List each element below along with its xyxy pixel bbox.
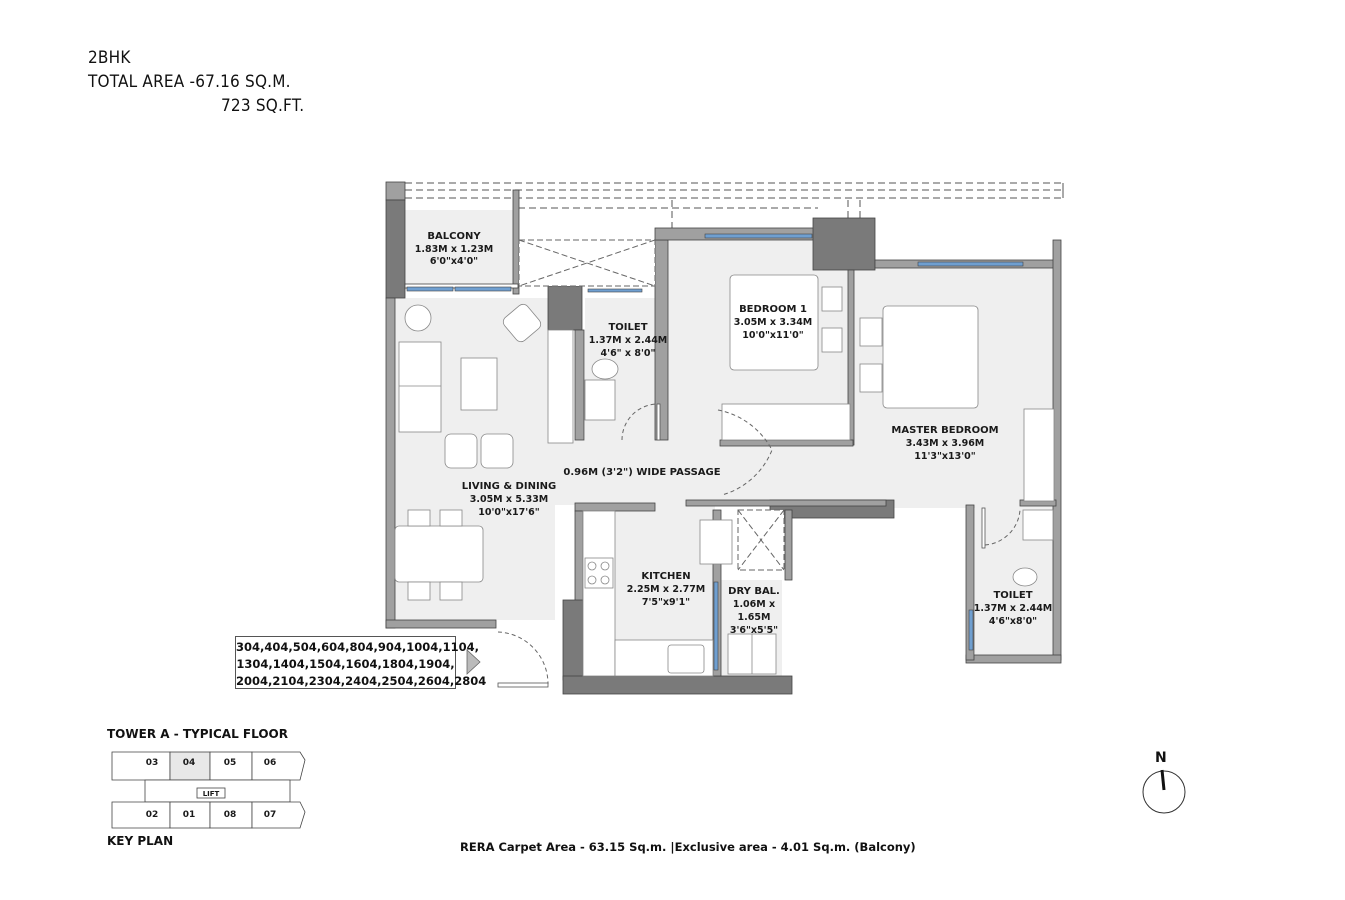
svg-text:06: 06 — [264, 758, 277, 768]
svg-text:2.25M x 2.77M: 2.25M x 2.77M — [627, 584, 706, 595]
svg-text:3.05M x 3.34M: 3.05M x 3.34M — [734, 317, 813, 328]
svg-text:1.37M x 2.44M: 1.37M x 2.44M — [589, 335, 668, 346]
master-bedroom-label: MASTER BEDROOM — [891, 425, 998, 436]
svg-text:3'6"x5'5": 3'6"x5'5" — [730, 625, 778, 636]
svg-text:3.05M x 5.33M: 3.05M x 5.33M — [470, 494, 549, 505]
key-plan-title: TOWER A - TYPICAL FLOOR — [107, 727, 288, 741]
key-plan-highlighted-unit: 04 — [183, 758, 196, 768]
doors — [497, 403, 986, 688]
unit-numbers-line: 2004,2104,2304,2404,2504,2604,2804 — [236, 674, 487, 688]
plan-header: 2BHK TOTAL AREA -67.16 SQ.M. 723 SQ.FT. — [88, 46, 304, 118]
svg-text:6'0"x4'0": 6'0"x4'0" — [430, 256, 478, 267]
floor-area — [395, 210, 1055, 677]
svg-text:10'0"x11'0": 10'0"x11'0" — [742, 330, 804, 341]
door-swings — [497, 403, 1021, 685]
void-shafts — [518, 239, 785, 571]
svg-text:03: 03 — [146, 758, 159, 768]
kitchen-label: KITCHEN — [641, 571, 690, 582]
key-plan-label: KEY PLAN — [107, 834, 174, 848]
svg-text:7'5"x9'1": 7'5"x9'1" — [642, 597, 690, 608]
furniture — [394, 274, 1055, 677]
svg-text:1.06M x: 1.06M x — [733, 599, 775, 610]
applicable-units-box: 304,404,504,604,804,904,1004,1104, 1304,… — [235, 636, 487, 689]
svg-text:4'6" x 8'0": 4'6" x 8'0" — [601, 348, 656, 359]
windows — [406, 233, 1024, 671]
living-dining-label: LIVING & DINING — [462, 481, 557, 492]
toilet-2-label: TOILET — [993, 590, 1032, 601]
svg-text:01: 01 — [183, 810, 196, 820]
north-label: N — [1155, 750, 1167, 766]
svg-text:02: 02 — [146, 810, 159, 820]
entry-arrow-icon — [466, 649, 481, 675]
room-labels: BALCONY 1.83M x 1.23M 6'0"x4'0" TOILET 1… — [415, 231, 1053, 636]
walls — [385, 181, 1062, 695]
unit-numbers-line: 1304,1404,1504,1604,1804,1904, — [236, 657, 455, 671]
key-plan-unit-labels: 03 04 05 06 LIFT 02 01 08 07 — [146, 758, 277, 820]
svg-text:LIFT: LIFT — [203, 790, 220, 798]
svg-text:3.43M x 3.96M: 3.43M x 3.96M — [906, 438, 985, 449]
passage-label: 0.96M (3'2") WIDE PASSAGE — [563, 467, 720, 478]
dry-balcony-label: DRY BAL. — [728, 586, 780, 597]
north-compass-icon — [1142, 769, 1186, 814]
toilet-1-label: TOILET — [608, 322, 647, 333]
balcony-label: BALCONY — [427, 231, 481, 242]
svg-text:07: 07 — [264, 810, 277, 820]
unit-numbers-line: 304,404,504,604,804,904,1004,1104, — [236, 640, 479, 654]
svg-text:4'6"x8'0": 4'6"x8'0" — [989, 616, 1037, 627]
rera-area-note: RERA Carpet Area - 63.15 Sq.m. |Exclusiv… — [460, 840, 916, 854]
projection-lines — [405, 182, 1063, 230]
svg-text:10'0"x17'6": 10'0"x17'6" — [478, 507, 540, 518]
unit-type: 2BHK — [88, 48, 131, 68]
svg-text:1.65M: 1.65M — [738, 612, 771, 623]
svg-text:1.83M x 1.23M: 1.83M x 1.23M — [415, 244, 494, 255]
key-plan-diagram — [111, 751, 306, 829]
svg-text:05: 05 — [224, 758, 237, 768]
total-area-sqm: TOTAL AREA -67.16 SQ.M. — [88, 72, 291, 92]
svg-text:1.37M x 2.44M: 1.37M x 2.44M — [974, 603, 1053, 614]
total-area-sqft: 723 SQ.FT. — [221, 96, 305, 116]
svg-text:11'3"x13'0": 11'3"x13'0" — [914, 451, 976, 462]
svg-text:08: 08 — [224, 810, 237, 820]
bedroom-1-label: BEDROOM 1 — [739, 304, 807, 315]
